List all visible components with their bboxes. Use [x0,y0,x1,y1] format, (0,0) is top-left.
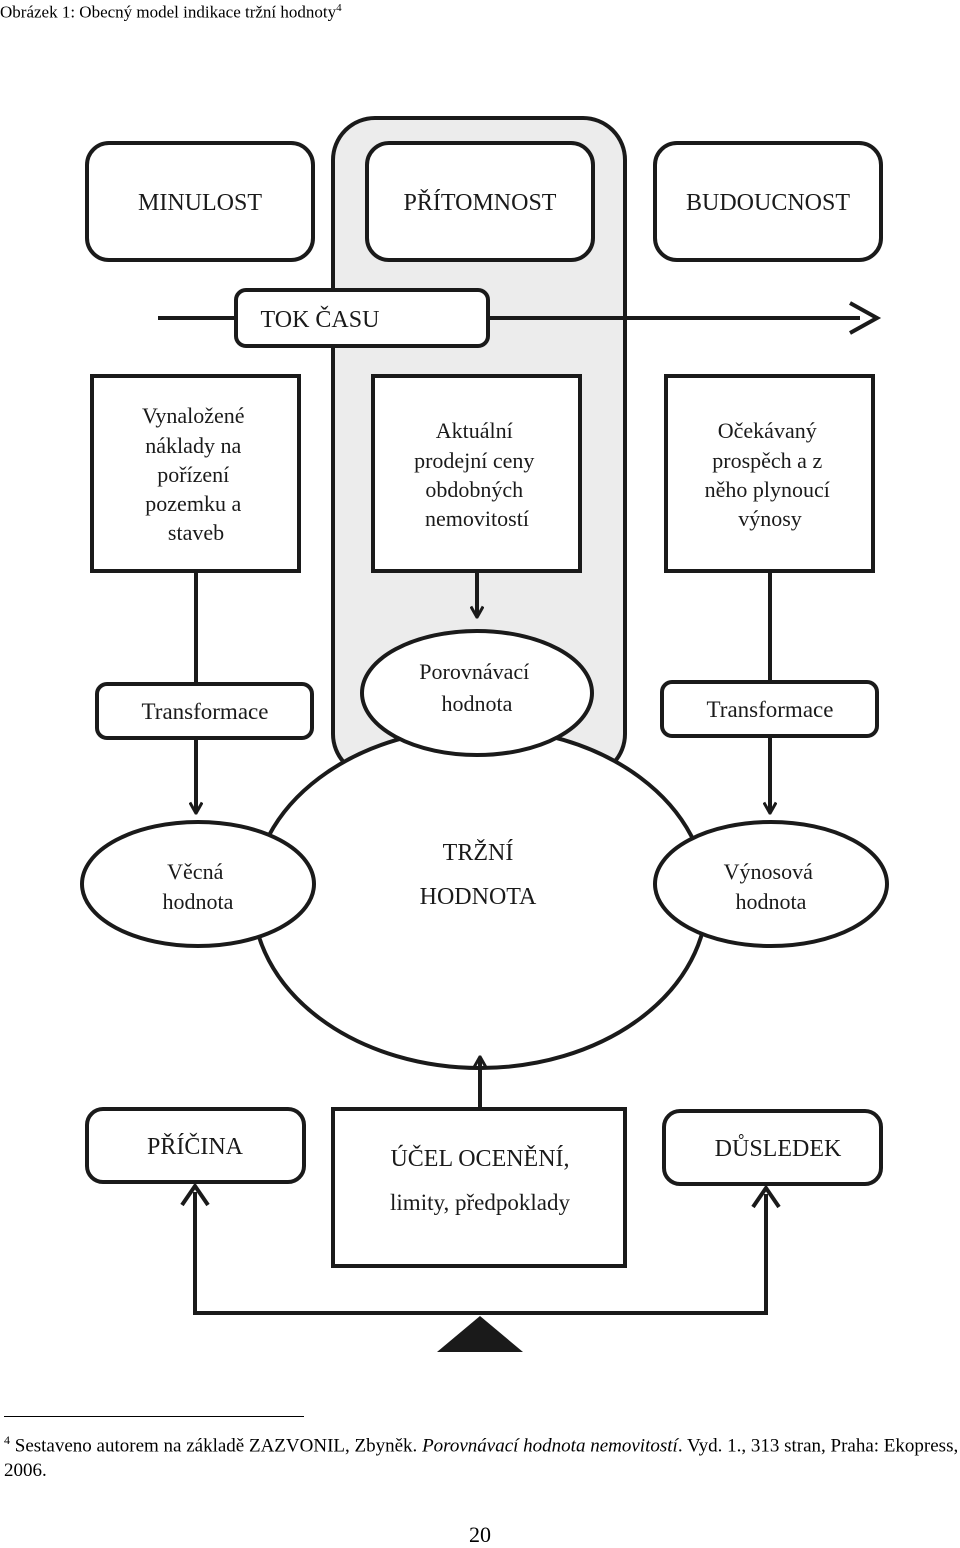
balance-beam [193,1192,768,1315]
income-value-text: Výnosová hodnota [724,859,819,914]
cause-box [85,1107,306,1184]
time-flow-arrowhead [849,301,882,335]
transform-right-label: Transformace [707,697,834,722]
consequence-label: DŮSLEDEK [715,1135,842,1162]
transform-left-label: Transformace [142,699,269,724]
past-label: MINULOST [138,190,262,216]
market-value-label-line1: TRŽNÍ [443,840,514,866]
future-box [653,141,883,262]
purpose-label-line1: ÚČEL OCENĚNÍ, [390,1145,569,1172]
substance-value-text: Věcná hodnota [163,859,234,914]
footnote: 4 Sestaveno autorem na základě ZAZVONIL,… [4,1433,959,1482]
caption-footnote-ref: 4 [336,2,342,14]
present-box [365,141,595,262]
footnote-number: 4 [4,1433,10,1447]
cause-label: PŘÍČINA [147,1133,244,1160]
page-number: 20 [469,1522,491,1547]
cost-approach-box [90,374,301,573]
figure-caption: Obrázek 1: Obecný model indikace tržní h… [0,2,342,22]
purpose-label-line2: limity, předpoklady [390,1190,570,1215]
sales-comparison-text: Aktuální prodejní ceny obdobných nemovit… [414,418,540,531]
comparative-value-text: Porovnávací hodnota [419,659,534,716]
time-flow-box [234,288,490,348]
balance-left-arrowhead [180,1182,210,1207]
consequence-box [662,1109,883,1186]
market-value-label-line2: HODNOTA [420,884,537,910]
income-value-ellipse [653,820,889,948]
past-box [85,141,315,262]
comparative-value-ellipse [360,629,594,757]
purpose-box [331,1107,627,1268]
market-value-diagram: MINULOST PŘÍTOMNOST BUDOUCNOST TOK ČASU … [80,116,889,1352]
income-approach-text: Očekávaný prospěch a z něho plynoucí výn… [705,418,836,531]
future-label: BUDOUCNOST [686,190,850,216]
balance-fulcrum [437,1316,523,1352]
substance-value-ellipse [80,820,316,948]
present-label: PŘÍTOMNOST [404,190,557,216]
income-approach-box [664,374,875,573]
transform-left-box [95,682,314,740]
time-flow-label: TOK ČASU [261,306,380,333]
balance-right-arrowhead [751,1184,781,1209]
cost-approach-text: Vynaložené náklady na pořízení pozemku a… [142,403,250,545]
footnote-rule [4,1416,304,1417]
footnote-source-title: Porovnávací hodnota nemovitostí [422,1435,678,1457]
sales-comparison-box [371,374,582,573]
